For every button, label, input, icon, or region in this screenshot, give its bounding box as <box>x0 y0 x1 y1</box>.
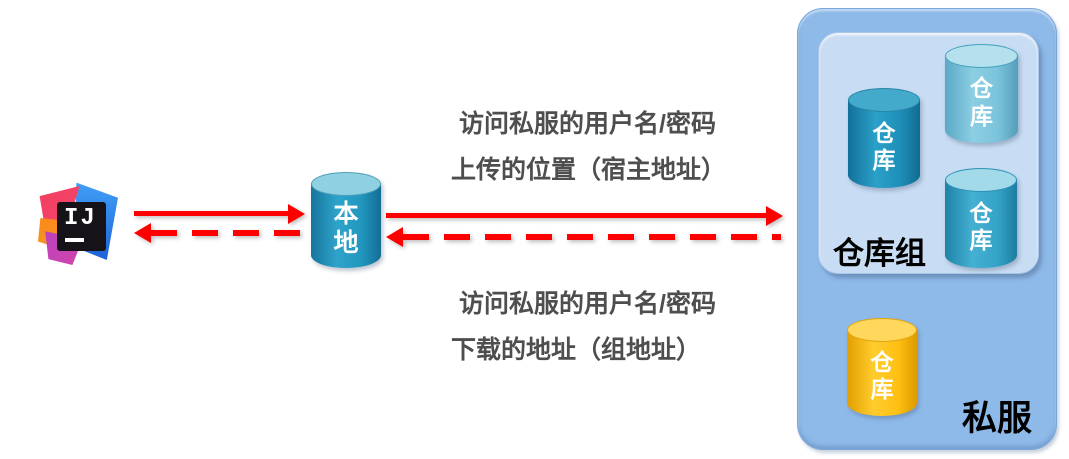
group-repo-cylinder-3: 仓库 <box>945 168 1017 268</box>
repo-label: 仓库 <box>969 199 993 253</box>
group-repo-cylinder-2: 仓库 <box>945 44 1018 143</box>
repo-group-label: 仓库组 <box>833 236 926 271</box>
note-upload-location: 上传的位置（宿主地址） <box>451 156 727 184</box>
cylinder-top <box>311 172 381 196</box>
arrow-local-to-server-solid <box>386 205 783 226</box>
ij-monogram: IJ <box>64 205 97 232</box>
cylinder-body <box>311 184 381 268</box>
arrow-server-to-local-dashed <box>386 227 781 247</box>
arrow-ide-to-local-solid <box>134 203 305 224</box>
intellij-idea-logo: IJ <box>38 181 118 265</box>
cylinder-body <box>847 330 917 416</box>
local-repo-cylinder: 本地 <box>311 172 381 268</box>
hosted-repo-cylinder: 仓库 <box>847 318 917 416</box>
ij-underscore-bar <box>65 238 84 242</box>
arrow-local-to-ide-dashed <box>134 223 305 243</box>
local-repo-label: 本地 <box>333 199 359 258</box>
repo-label: 仓库 <box>872 119 896 173</box>
cylinder-top <box>848 88 920 112</box>
cylinder-top <box>847 318 917 342</box>
repo-label: 仓库 <box>969 75 993 129</box>
cylinder-body <box>945 180 1017 268</box>
private-server-label: 私服 <box>962 399 1033 438</box>
cylinder-top <box>945 168 1017 192</box>
hosted-repo-label: 仓库 <box>870 348 894 402</box>
cylinder-body <box>848 100 920 188</box>
note-download-credentials: 访问私服的用户名/密码 <box>459 290 716 318</box>
group-repo-cylinder-1: 仓库 <box>848 88 920 188</box>
intellij-logo-square: IJ <box>57 202 106 251</box>
cylinder-top <box>945 44 1018 68</box>
note-upload-credentials: 访问私服的用户名/密码 <box>459 110 716 138</box>
note-download-address: 下载的地址（组地址） <box>451 336 702 364</box>
cylinder-body <box>945 56 1018 143</box>
